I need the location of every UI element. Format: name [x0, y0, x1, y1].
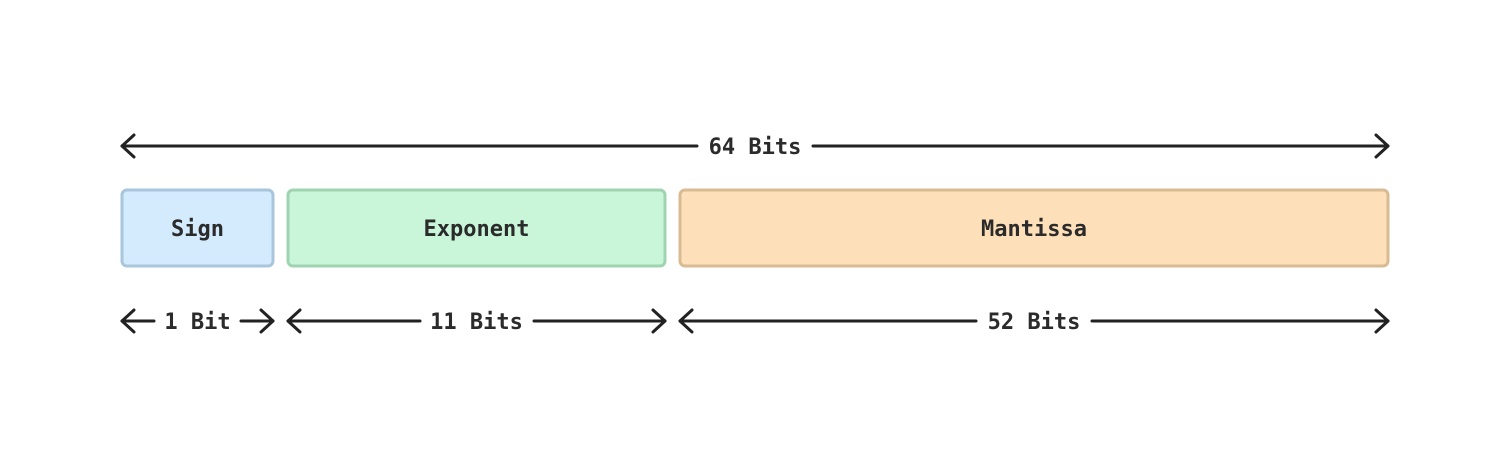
field-sign: Sign	[120, 188, 275, 268]
sign-bits-arrow: 1 Bit	[120, 308, 275, 335]
exponent-bits-label: 11 Bits	[430, 310, 523, 335]
exponent-arrow-left-head	[286, 308, 302, 334]
sign-box	[120, 188, 275, 268]
sign-arrow-right-head	[259, 308, 275, 334]
sign-label: Sign	[171, 217, 224, 242]
total-bits-arrow: 64 Bits	[120, 133, 1390, 160]
total-arrow-right-head	[1374, 133, 1390, 159]
exponent-box	[286, 188, 667, 268]
total-bits-label: 64 Bits	[709, 135, 802, 160]
mantissa-arrow-right-head	[1374, 308, 1390, 334]
field-exponent: Exponent	[286, 188, 667, 268]
mantissa-bits-label: 52 Bits	[988, 310, 1081, 335]
mantissa-bits-arrow: 52 Bits	[678, 308, 1390, 335]
field-mantissa: Mantissa	[678, 188, 1390, 268]
mantissa-label: Mantissa	[981, 217, 1087, 242]
mantissa-box	[678, 188, 1390, 268]
exponent-label: Exponent	[424, 217, 530, 242]
exponent-bits-arrow: 11 Bits	[286, 308, 667, 335]
sign-bits-label: 1 Bit	[164, 310, 230, 335]
sign-arrow-left-head	[120, 308, 136, 334]
exponent-arrow-right-head	[651, 308, 667, 334]
total-arrow-left-head	[120, 133, 136, 159]
mantissa-arrow-left-head	[678, 308, 694, 334]
